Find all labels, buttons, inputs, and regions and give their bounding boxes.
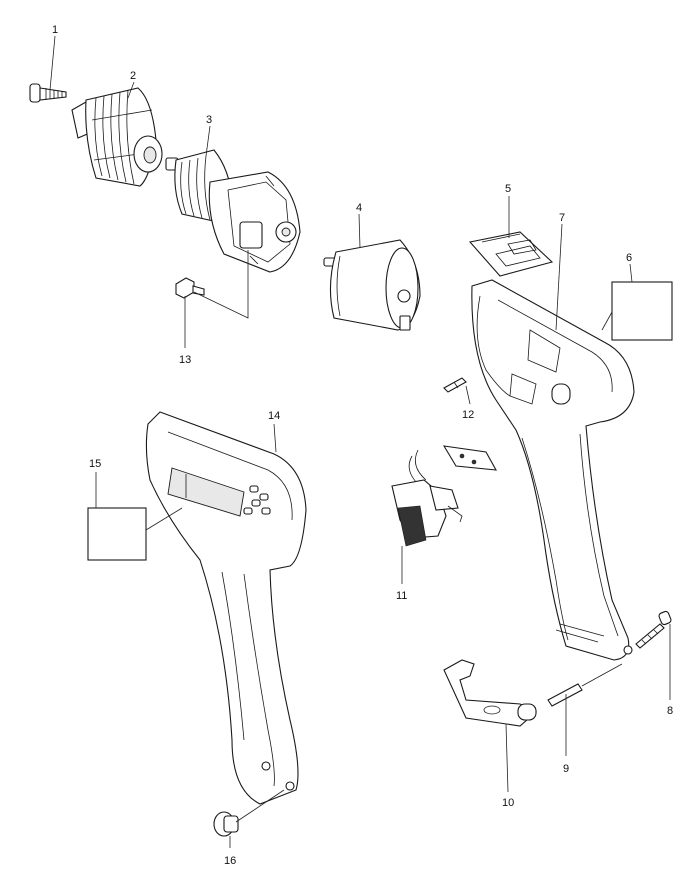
label-part-14: 14	[268, 410, 280, 422]
label-part-11: 11	[396, 590, 407, 602]
part-10-bracket	[443, 659, 537, 727]
part-2-chuck	[71, 87, 163, 187]
label-part-10: 10	[502, 797, 514, 809]
part-11-switch	[391, 445, 497, 547]
part-16-cap	[213, 811, 239, 837]
part-9-pin	[547, 683, 583, 707]
part-8-screw	[635, 610, 672, 649]
label-part-5: 5	[505, 183, 511, 195]
label-part-12: 12	[462, 409, 474, 421]
label-part-8: 8	[667, 705, 673, 717]
part-1-screw	[29, 83, 67, 103]
part-7-housing-right	[471, 279, 635, 661]
label-part-7: 7	[559, 212, 565, 224]
leader-lines	[49, 35, 671, 848]
label-part-3: 3	[206, 114, 212, 126]
label-part-16: 16	[224, 855, 236, 867]
part-14-housing-left	[145, 411, 307, 805]
part-3-gear-assembly	[165, 149, 301, 273]
label-part-2: 2	[130, 70, 136, 82]
label-part-4: 4	[356, 202, 362, 214]
part-15-label	[87, 507, 147, 561]
part-12-clip	[443, 377, 467, 393]
label-part-1: 1	[52, 24, 58, 36]
label-part-6: 6	[626, 252, 632, 264]
part-6-label	[611, 281, 673, 341]
part-4-motor	[323, 239, 421, 331]
label-part-15: 15	[89, 458, 101, 470]
label-part-13: 13	[179, 354, 191, 366]
label-part-9: 9	[563, 763, 569, 775]
part-labels: 1 2 3 4 5 6 7 8 9 10 11 12 13 14 15 16	[52, 24, 673, 867]
part-5-pad	[468, 231, 554, 277]
